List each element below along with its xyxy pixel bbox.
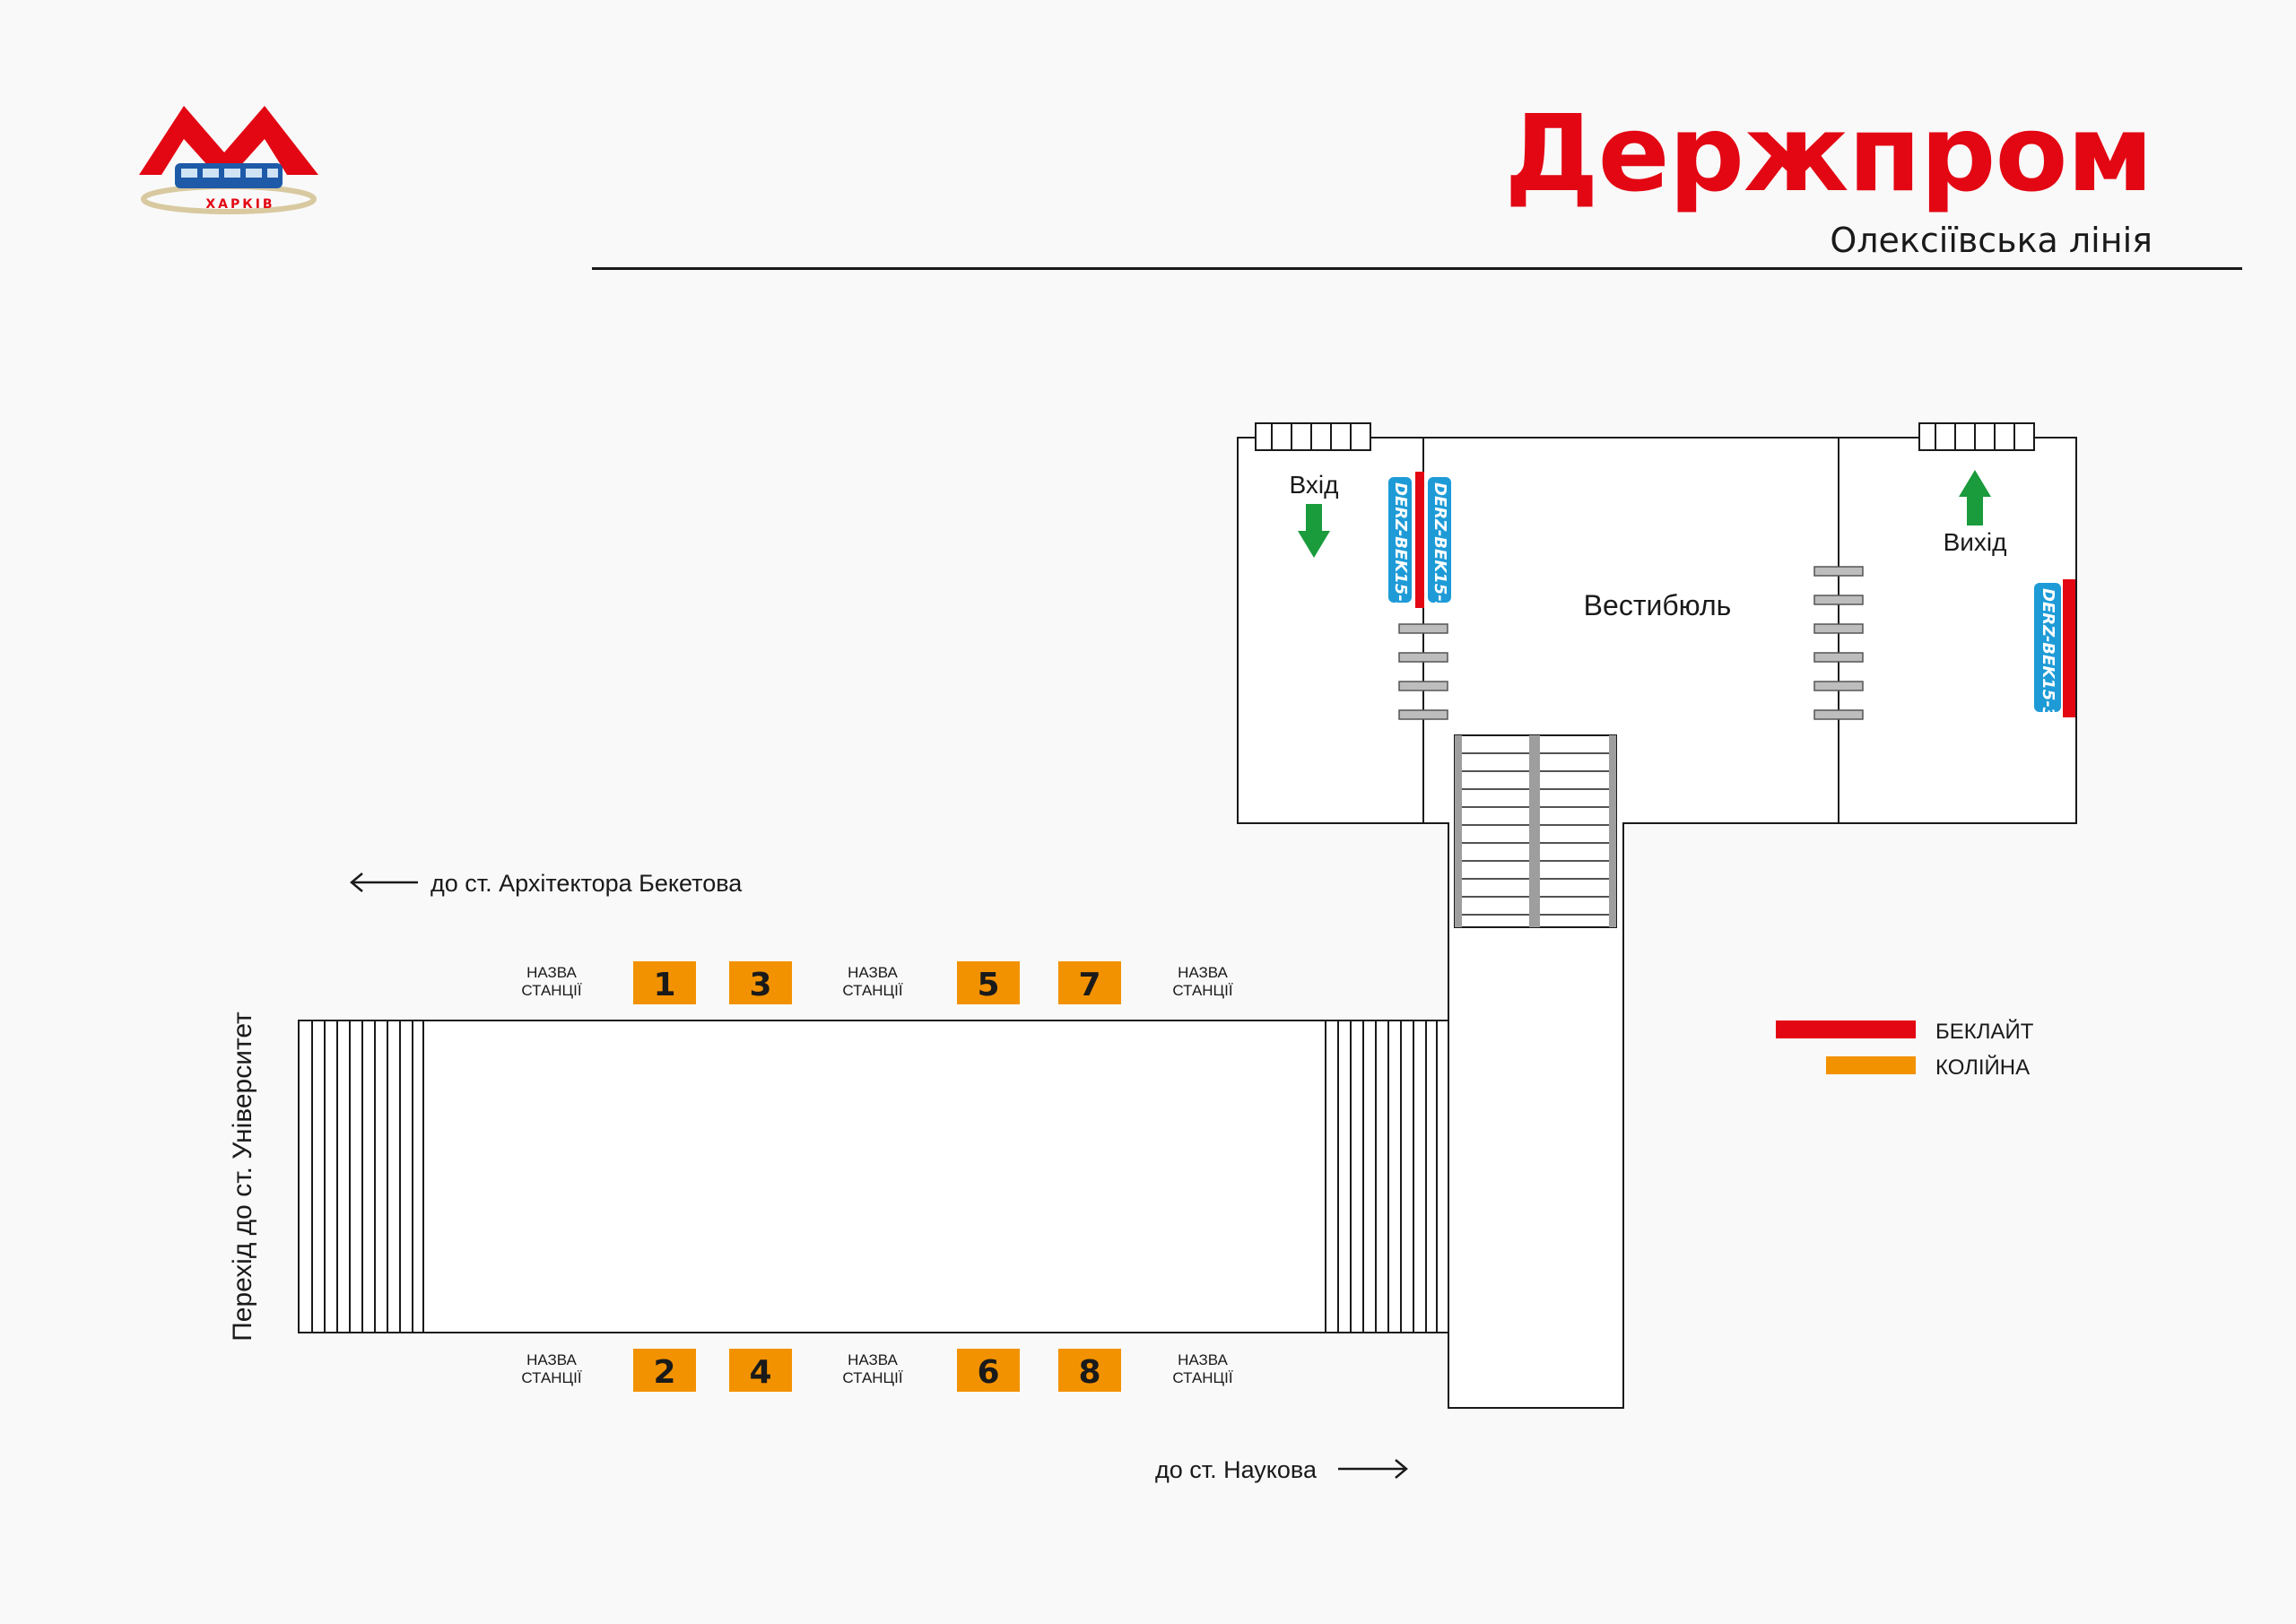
arrow-left-icon [350,873,418,892]
svg-text:НАЗВА: НАЗВА [1178,964,1228,981]
legend-backlight-label: БЕКЛАЙТ [1935,1019,2034,1044]
svg-text:3: 3 [749,967,771,1003]
svg-text:8: 8 [1078,1354,1100,1391]
svg-text:6: 6 [977,1354,999,1391]
code-badge-2: DERZ-BEK15-2 [1428,477,1451,612]
backlight-sign-2 [2063,579,2075,717]
track-sign-1: 1 [633,961,696,1004]
backlight-sign-1 [1415,472,1424,608]
svg-text:НАЗВА: НАЗВА [1178,1351,1228,1368]
vestibule-label: Вестибюль [1584,589,1732,621]
stairs-right [1325,1020,1438,1333]
svg-text:7: 7 [1078,967,1100,1003]
svg-text:DERZ-BEK15-1: DERZ-BEK15-1 [1391,482,1410,612]
svg-text:СТАНЦІЇ: СТАНЦІЇ [842,1369,902,1386]
track-sign-2: 2 [633,1349,696,1392]
svg-text:2: 2 [653,1354,675,1391]
line-name: Олексіївська лінія [1830,221,2152,260]
track-sign-6: 6 [957,1349,1020,1392]
turnstiles-right [1918,422,2035,451]
track-sign-7: 7 [1058,961,1121,1004]
svg-text:СТАНЦІЇ: СТАНЦІЇ [521,1369,581,1386]
track-sign-3: 3 [729,961,792,1004]
station-name-top-2: НАЗВА СТАНЦІЇ [842,964,902,999]
svg-text:1: 1 [653,967,675,1003]
station-name-bottom-2: НАЗВА СТАНЦІЇ [842,1351,902,1386]
logo-city: ХАРКІВ [205,197,274,212]
code-badge-3: DERZ-BEK15-3 [2034,583,2061,718]
platform [298,1020,1449,1333]
turnstiles-left [1255,422,1371,451]
track-sign-5: 5 [957,961,1020,1004]
track-sign-4: 4 [729,1349,792,1392]
station-title: Держпром [1504,91,2153,215]
station-name-bottom-1: НАЗВА СТАНЦІЇ [521,1351,581,1386]
track-sign-8: 8 [1058,1349,1121,1392]
svg-text:СТАНЦІЇ: СТАНЦІЇ [1172,982,1232,999]
stairs-left [311,1020,424,1333]
metro-logo: ХАРКІВ [139,106,318,214]
entrance-label: Вхід [1290,471,1339,499]
svg-text:СТАНЦІЇ: СТАНЦІЇ [521,982,581,999]
station-name-bottom-3: НАЗВА СТАНЦІЇ [1172,1351,1232,1386]
svg-text:НАЗВА: НАЗВА [526,1351,577,1368]
svg-text:DERZ-BEK15-3: DERZ-BEK15-3 [2039,588,2057,718]
barriers-right [1813,566,1864,720]
svg-text:DERZ-BEK15-2: DERZ-BEK15-2 [1431,482,1449,612]
direction-right: до ст. Наукова [1155,1456,1318,1483]
transfer-label: Перехід до ст. Університет [228,1012,257,1342]
exit-label: Вихід [1944,528,2007,556]
code-badge-1: DERZ-BEK15-1 [1388,477,1412,612]
arrow-down-icon [1298,504,1330,558]
arrow-up-icon [1959,470,1991,525]
svg-text:НАЗВА: НАЗВА [526,964,577,981]
vestibule-outline [1237,437,2077,1409]
header-divider [592,267,2242,270]
svg-text:НАЗВА: НАЗВА [848,964,898,981]
legend-backlight-swatch [1776,1020,1916,1038]
station-name-top-3: НАЗВА СТАНЦІЇ [1172,964,1232,999]
legend-trackside-swatch [1826,1056,1916,1074]
escalators [1454,734,1617,928]
svg-text:СТАНЦІЇ: СТАНЦІЇ [1172,1369,1232,1386]
legend: БЕКЛАЙТ КОЛІЙНА [1776,1019,2034,1080]
barriers-left [1398,623,1448,720]
svg-text:НАЗВА: НАЗВА [848,1351,898,1368]
svg-text:5: 5 [977,967,999,1003]
svg-text:4: 4 [749,1354,771,1391]
arrow-right-icon [1338,1459,1408,1479]
direction-left: до ст. Архітектора Бекетова [430,870,743,897]
svg-text:СТАНЦІЇ: СТАНЦІЇ [842,982,902,999]
metro-m-logo-icon [139,106,318,214]
station-name-top-1: НАЗВА СТАНЦІЇ [521,964,581,999]
legend-trackside-label: КОЛІЙНА [1935,1055,2030,1080]
